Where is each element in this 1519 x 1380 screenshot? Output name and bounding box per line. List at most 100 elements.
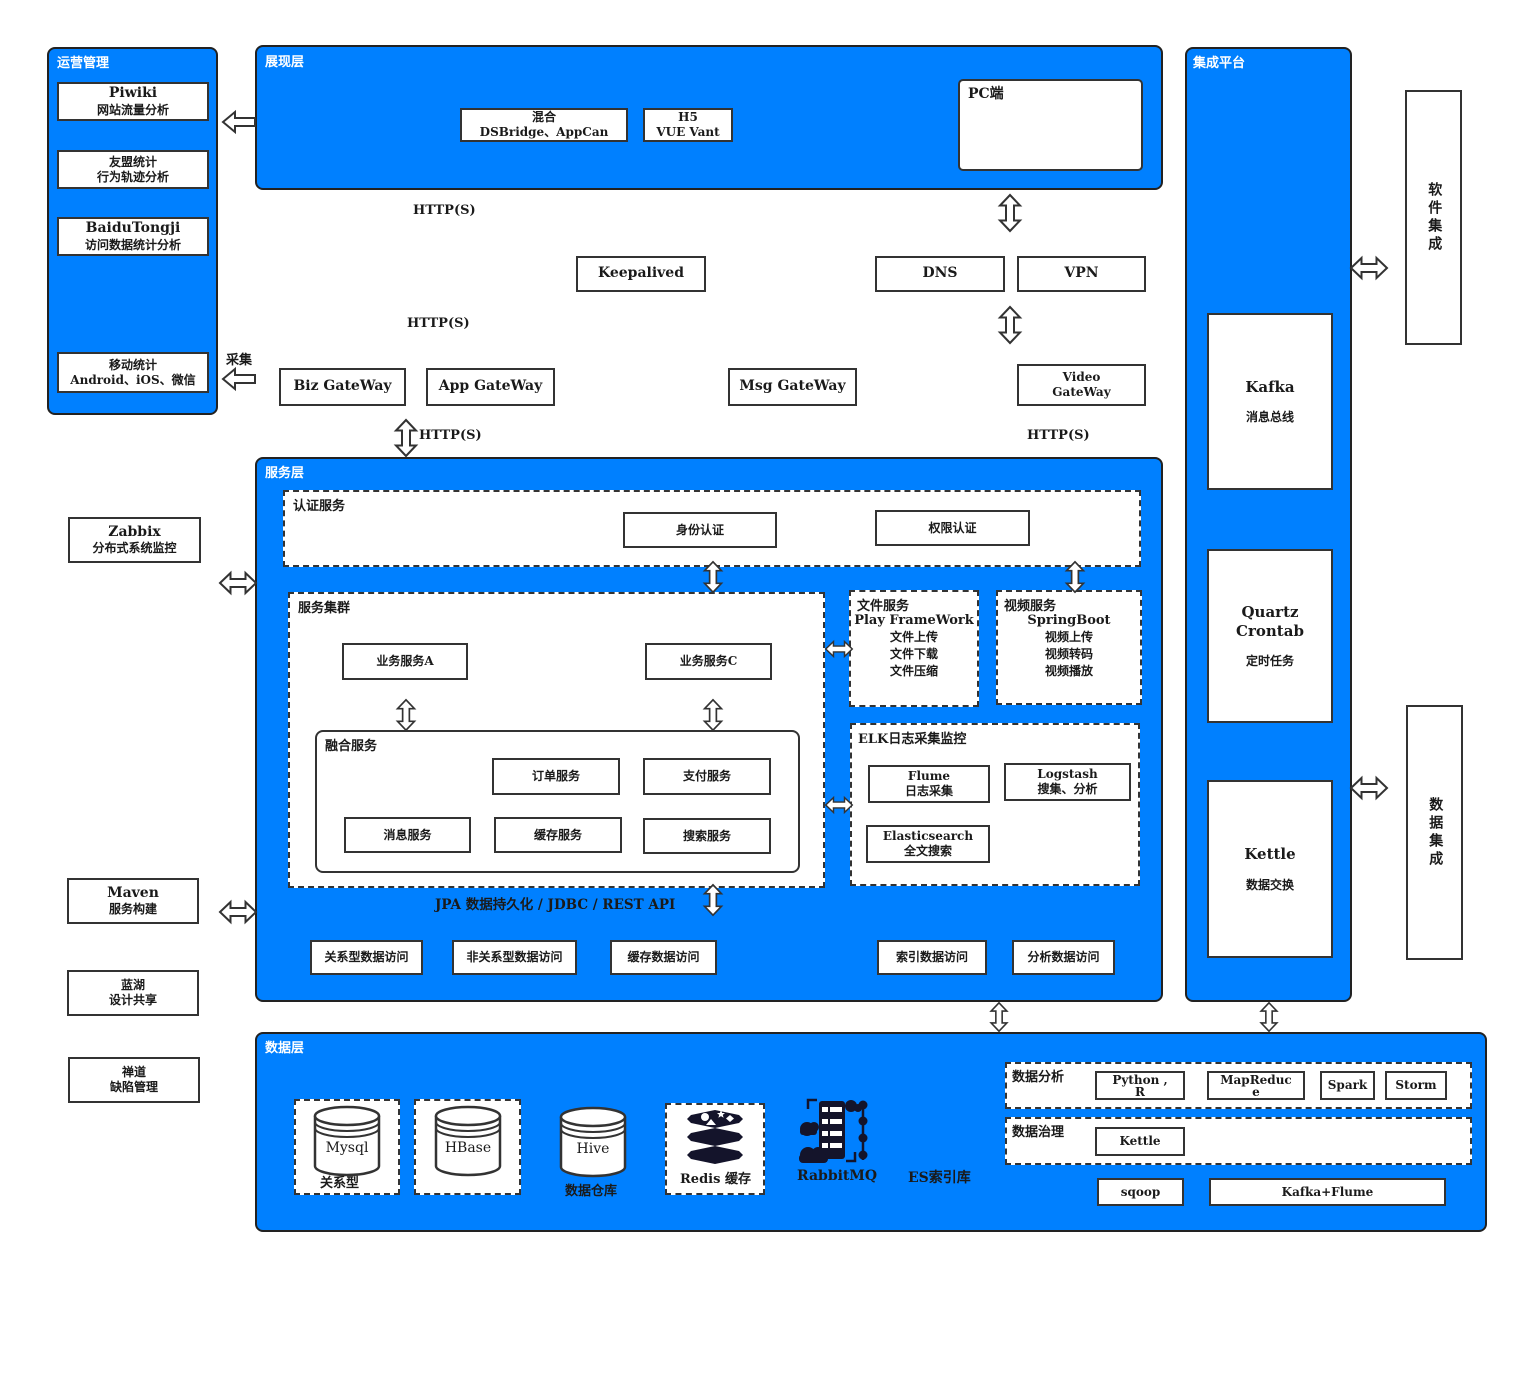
mapreduce-box: MapReduc e xyxy=(1207,1071,1305,1100)
order-service-label: 订单服务 xyxy=(531,769,580,783)
arrow-integration-software xyxy=(1349,255,1389,281)
file-service-label: 文件服务 xyxy=(857,599,910,614)
piwiki-title: Piwiki xyxy=(108,85,158,102)
kettle-governance-box: Kettle xyxy=(1095,1127,1185,1156)
arrow-cluster-file xyxy=(824,639,854,659)
kafka-bus-box: Kafka 消息总线 xyxy=(1207,313,1333,490)
software-integration-label: 软件集成 xyxy=(1426,181,1443,254)
zabbix-title: Zabbix xyxy=(108,523,161,540)
baidutongji-sub: 访问数据统计分析 xyxy=(84,237,181,252)
mysql-cylinder-icon: Mysql xyxy=(311,1104,383,1178)
file-service-title: Play FrameWork xyxy=(854,613,974,628)
maven-box: Maven 服务构建 xyxy=(67,878,199,924)
sqoop-box: sqoop xyxy=(1097,1178,1184,1206)
cache-access-box: 缓存数据访问 xyxy=(610,940,717,975)
sqoop-label: sqoop xyxy=(1120,1184,1161,1199)
h5-box: H5 VUE Vant xyxy=(643,108,733,142)
message-service-label: 消息服务 xyxy=(383,827,432,842)
hybrid-box: 混合 DSBridge、AppCan xyxy=(460,108,628,142)
app-gateway-label: App GateWay xyxy=(438,378,543,395)
elk-monitor-label: ELK日志采集监控 xyxy=(858,732,967,747)
rabbitmq-icon xyxy=(799,1098,868,1163)
vpn-label: VPN xyxy=(1064,265,1099,282)
analysis-access-label: 分析数据访问 xyxy=(1027,950,1100,964)
maven-sub: 服务构建 xyxy=(108,902,157,917)
logstash-sub: 搜集、分析 xyxy=(1037,782,1098,796)
caiji-label: 采集 xyxy=(226,353,253,368)
quartz-sub: 定时任务 xyxy=(1245,654,1294,669)
cache-service-box: 缓存服务 xyxy=(494,817,622,853)
hive-label: Hive xyxy=(576,1141,610,1157)
hbase-cylinder-icon: HBase xyxy=(432,1104,504,1178)
biz-service-a-label: 业务服务A xyxy=(376,654,434,668)
pc-label: PC端 xyxy=(968,86,1004,102)
app-gateway-box: App GateWay xyxy=(426,368,555,406)
analysis-access-box: 分析数据访问 xyxy=(1012,940,1115,975)
data-analysis-label: 数据分析 xyxy=(1012,1070,1065,1085)
pay-service-box: 支付服务 xyxy=(643,758,771,795)
dns-label: DNS xyxy=(922,265,958,282)
video-service-title: SpringBoot xyxy=(1027,613,1111,628)
youmeng-title: 友盟统计 xyxy=(108,154,157,169)
auth-service-label: 认证服务 xyxy=(293,499,346,514)
arrow-pc-dns xyxy=(997,193,1023,233)
permission-auth-label: 权限认证 xyxy=(928,520,977,535)
mobile-stats-title: 移动统计 xyxy=(108,357,157,372)
elk-monitor-group xyxy=(850,723,1140,886)
nonrelational-access-label: 非关系型数据访问 xyxy=(466,950,563,964)
http-label-3: HTTP(S) xyxy=(419,428,482,443)
piwiki-sub: 网站流量分析 xyxy=(96,102,169,117)
arrow-gateway-service xyxy=(393,418,419,458)
storm-box: Storm xyxy=(1385,1071,1447,1100)
arrow-jpa xyxy=(702,883,724,917)
relational-access-label: 关系型数据访问 xyxy=(324,950,409,964)
hbase-label: HBase xyxy=(444,1140,492,1156)
mobile-stats-sub: Android、iOS、微信 xyxy=(70,372,196,387)
elasticsearch-sub: 全文搜索 xyxy=(903,844,952,858)
identity-auth-label: 身份认证 xyxy=(675,522,724,537)
video-service-content: SpringBoot 视频上传 视频转码 视频播放 xyxy=(996,613,1142,679)
integration-panel-label: 集成平台 xyxy=(1193,56,1246,71)
keepalived-box: Keepalived xyxy=(576,256,706,292)
identity-auth-box: 身份认证 xyxy=(623,512,777,548)
order-service-box: 订单服务 xyxy=(492,758,620,795)
zentao-box: 禅道 缺陷管理 xyxy=(68,1057,200,1103)
video-service-lines: 视频上传 视频转码 视频播放 xyxy=(1044,630,1093,678)
video-gateway-line2: GateWay xyxy=(1052,385,1111,399)
video-service-group xyxy=(996,590,1142,705)
logstash-box: Logstash 搜集、分析 xyxy=(1004,763,1131,801)
index-access-label: 索引数据访问 xyxy=(895,950,968,964)
video-service-label: 视频服务 xyxy=(1004,599,1057,614)
video-gateway-line1: Video xyxy=(1062,370,1101,384)
quartz-box: Quartz Crontab 定时任务 xyxy=(1207,549,1333,723)
software-integration-box: 软件集成 xyxy=(1405,90,1462,345)
message-service-box: 消息服务 xyxy=(344,817,471,853)
vpn-box: VPN xyxy=(1017,256,1146,292)
arrow-auth-media xyxy=(1064,560,1086,594)
file-service-lines: 文件上传 文件下载 文件压缩 xyxy=(889,630,938,678)
spark-label: Spark xyxy=(1327,1078,1368,1092)
mobile-stats-box: 移动统计 Android、iOS、微信 xyxy=(57,352,209,393)
python-r-label: Python , R xyxy=(1112,1072,1168,1099)
msg-gateway-label: Msg GateWay xyxy=(739,378,846,395)
search-service-label: 搜索服务 xyxy=(682,828,731,843)
biz-service-c-box: 业务服务C xyxy=(645,643,772,680)
index-access-box: 索引数据访问 xyxy=(877,940,987,975)
kettle-governance-label: Kettle xyxy=(1119,1134,1161,1148)
http-label-4: HTTP(S) xyxy=(1027,428,1090,443)
youmeng-box: 友盟统计 行为轨迹分析 xyxy=(57,150,209,189)
elasticsearch-box: Elasticsearch 全文搜索 xyxy=(866,825,990,863)
keepalived-label: Keepalived xyxy=(597,265,684,282)
zabbix-box: Zabbix 分布式系统监控 xyxy=(68,517,201,563)
arrow-auth-cluster xyxy=(702,560,724,594)
quartz-line2: Crontab xyxy=(1236,621,1304,640)
h5-sub: VUE Vant xyxy=(656,125,720,139)
spark-box: Spark xyxy=(1320,1071,1375,1100)
kettle-exchange-title: Kettle xyxy=(1244,845,1296,864)
http-label-1: HTTP(S) xyxy=(413,203,476,218)
biz-gateway-box: Biz GateWay xyxy=(279,368,406,406)
presentation-panel-label: 展现层 xyxy=(265,55,305,70)
logstash-title: Logstash xyxy=(1037,767,1098,781)
mysql-group-label: 关系型 xyxy=(320,1176,360,1191)
